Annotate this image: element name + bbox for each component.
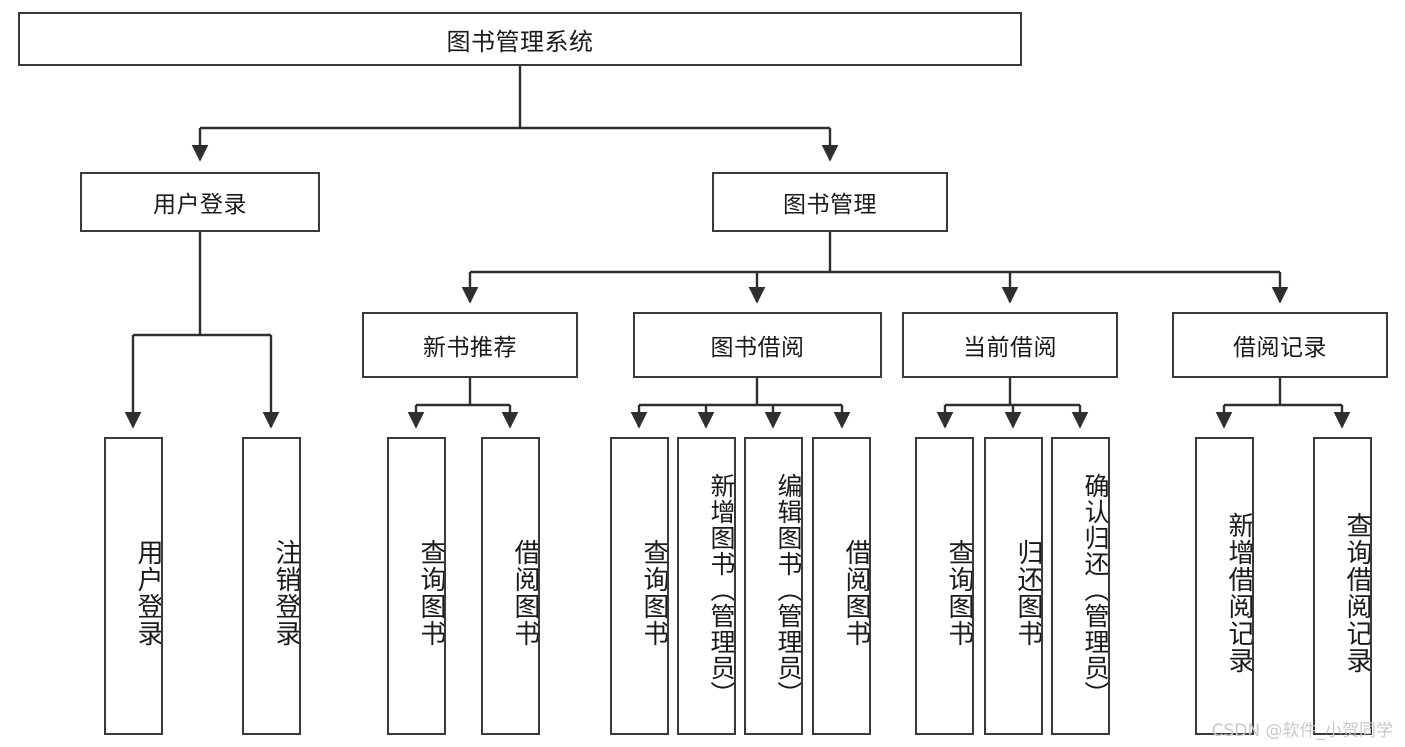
leaf-confirm-return-admin[interactable]: 确认归还（管理员） bbox=[1051, 437, 1110, 735]
leaf-borrow-book[interactable]: 借阅图书 bbox=[812, 437, 871, 735]
leaf-logout[interactable]: 注销登录 bbox=[242, 437, 301, 735]
leaf-query-book-current[interactable]: 查询图书 bbox=[915, 437, 974, 735]
leaf-add-borrow-record[interactable]: 新增借阅记录 bbox=[1195, 437, 1254, 735]
leaf-user-login[interactable]: 用户登录 bbox=[104, 437, 163, 735]
node-book-management[interactable]: 图书管理 bbox=[712, 172, 948, 232]
node-book-borrow[interactable]: 图书借阅 bbox=[633, 312, 882, 378]
node-current-borrow[interactable]: 当前借阅 bbox=[902, 312, 1118, 378]
node-borrow-record[interactable]: 借阅记录 bbox=[1172, 312, 1388, 378]
node-root-system[interactable]: 图书管理系统 bbox=[18, 12, 1022, 66]
leaf-query-book-recommend[interactable]: 查询图书 bbox=[387, 437, 446, 735]
leaf-query-borrow-record[interactable]: 查询借阅记录 bbox=[1313, 437, 1372, 735]
node-user-login[interactable]: 用户登录 bbox=[80, 172, 320, 232]
csdn-watermark: CSDN @软件_小贺同学 bbox=[1211, 721, 1393, 741]
leaf-borrow-book-recommend[interactable]: 借阅图书 bbox=[481, 437, 540, 735]
node-new-book-recommend[interactable]: 新书推荐 bbox=[362, 312, 578, 378]
leaf-edit-book-admin[interactable]: 编辑图书（管理员） bbox=[744, 437, 803, 735]
leaf-add-book-admin[interactable]: 新增图书（管理员） bbox=[677, 437, 736, 735]
leaf-query-book-borrow[interactable]: 查询图书 bbox=[610, 437, 669, 735]
leaf-return-book[interactable]: 归还图书 bbox=[984, 437, 1043, 735]
